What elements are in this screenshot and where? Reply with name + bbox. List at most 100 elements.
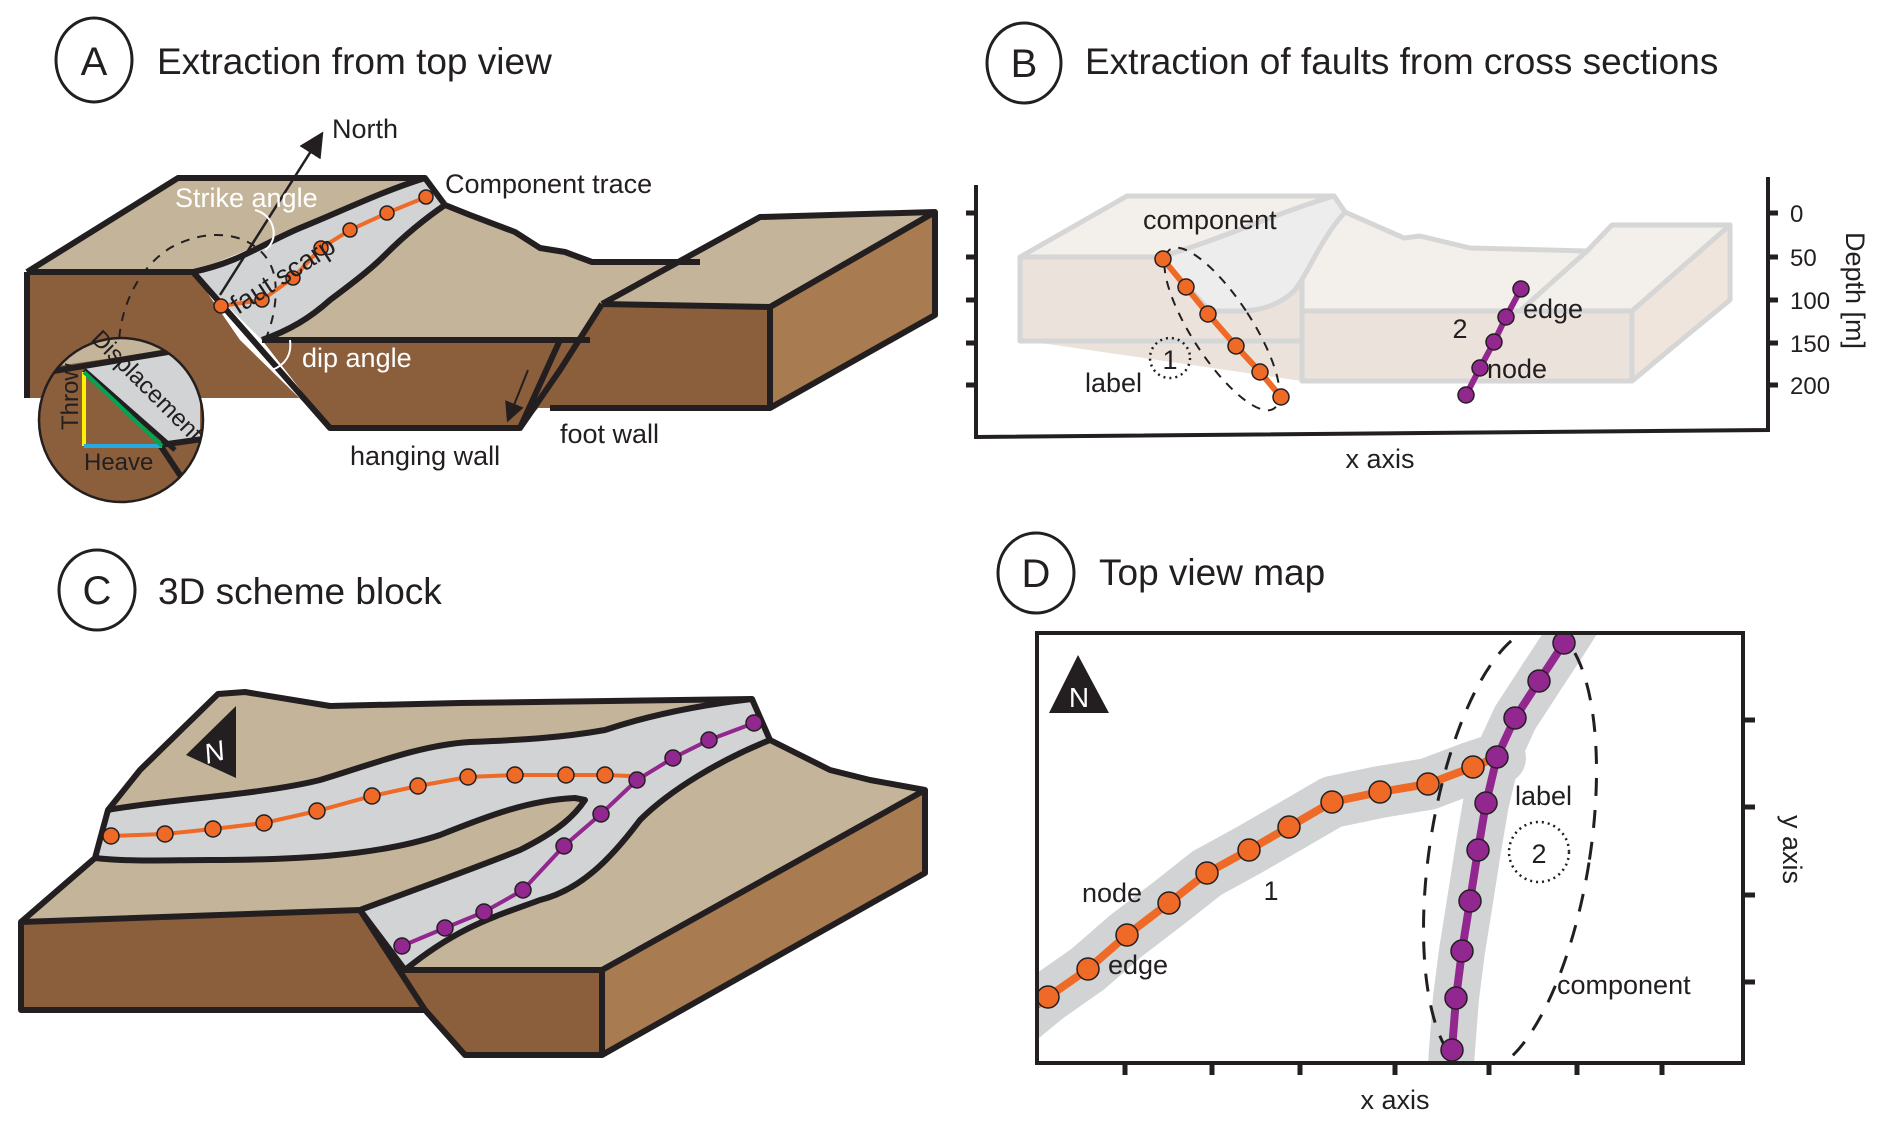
node	[409, 777, 427, 795]
node	[700, 731, 718, 749]
panel-letter-circle	[57, 548, 137, 632]
node	[557, 766, 575, 784]
fault-2-nodes	[1440, 633, 1576, 1062]
node	[1237, 838, 1261, 862]
node	[1177, 278, 1195, 296]
component-annotation: component	[1557, 970, 1691, 1000]
zoom-circle-dashed	[117, 233, 277, 389]
node	[1512, 280, 1530, 298]
node	[342, 222, 358, 238]
component-trace-label: Component trace	[445, 169, 652, 199]
component-trace-nodes	[213, 189, 434, 314]
depth-axis-label: Depth [m]	[1840, 232, 1870, 349]
node	[363, 787, 381, 805]
x-axis-ticks	[1122, 1063, 1665, 1075]
left-axis-ticks	[966, 210, 976, 388]
node-annotation: node	[1082, 878, 1142, 908]
depth-tick-label: 200	[1790, 373, 1830, 400]
node	[436, 919, 454, 937]
node	[1368, 780, 1392, 804]
block-diagram-a: North Strike angle faut scarp Component …	[24, 114, 938, 471]
depth-tick-label: 150	[1790, 331, 1830, 358]
node	[1416, 772, 1440, 796]
north-triangle-icon	[186, 706, 236, 778]
panel-c-header: C 3D scheme block	[57, 548, 442, 632]
footwall-top-surface	[27, 178, 425, 272]
panel-b: B Extraction of faults from cross sectio…	[966, 21, 1870, 474]
label-outline	[1148, 336, 1192, 380]
north-marker: N	[1049, 655, 1109, 713]
node	[156, 825, 174, 843]
component-outline	[1421, 633, 1599, 1063]
hanging-wall-label: hanging wall	[350, 441, 500, 471]
node	[1320, 790, 1344, 814]
edge-annotation: edge	[1108, 950, 1168, 980]
right-block-side	[770, 212, 935, 408]
right-block-front	[360, 910, 602, 1055]
panel-b-header: B Extraction of faults from cross sectio…	[985, 21, 1718, 105]
component-outline	[1163, 246, 1281, 412]
fault-2-trace	[401, 721, 755, 948]
panel-letter: B	[1011, 42, 1038, 86]
panel-letter: A	[81, 40, 108, 84]
plot-axes	[974, 177, 1770, 440]
slip-arrow	[505, 369, 529, 423]
panel-title: Extraction of faults from cross sections	[1085, 41, 1718, 82]
panel-letter-circle	[54, 16, 134, 104]
fault-1-label: 1	[1162, 345, 1177, 375]
node	[1450, 939, 1474, 963]
node	[628, 771, 646, 789]
faded-block-diagram	[1017, 193, 1733, 384]
panel-letter-circle	[985, 21, 1063, 105]
panel-a: A Extraction from top view	[24, 16, 938, 504]
node	[213, 298, 229, 314]
node	[555, 837, 573, 855]
outline-scarp-top	[192, 175, 426, 275]
node	[1157, 891, 1181, 915]
node	[1251, 363, 1269, 381]
label-annotation: label	[1515, 781, 1572, 811]
fault-1-nodes	[1154, 250, 1290, 406]
depth-tick-label: 50	[1790, 245, 1817, 272]
node	[1195, 861, 1219, 885]
fault-2-nodes	[393, 714, 763, 955]
panel-title: 3D scheme block	[158, 571, 442, 612]
label-annotation: label	[1085, 368, 1142, 398]
outline-top	[19, 689, 926, 925]
node	[1457, 386, 1475, 404]
depth-tick-label: 0	[1790, 201, 1803, 228]
edge-annotation: edge	[1523, 294, 1583, 324]
outline-scarp-bottom	[260, 202, 447, 343]
outline-hanging-wall	[27, 269, 563, 431]
top-view-map: N 2 1 node edge label component x axis y…	[1035, 631, 1807, 1115]
node	[1485, 333, 1503, 351]
inset-border	[37, 336, 205, 504]
outline-right-block	[550, 209, 938, 411]
node	[393, 937, 411, 955]
panel-d: D Top view map N 2 1	[996, 531, 1807, 1115]
y-axis-ticks	[1743, 717, 1755, 985]
fault-2-label: 2	[1452, 314, 1467, 344]
left-block-front	[21, 910, 425, 1010]
node	[1115, 923, 1139, 947]
north-marker-letter: N	[1069, 682, 1089, 713]
north-label: North	[332, 114, 398, 144]
node	[1503, 706, 1527, 730]
outline-scarp-lower	[94, 795, 588, 913]
label-outline	[1507, 820, 1571, 884]
node	[459, 768, 477, 786]
node	[1037, 985, 1060, 1009]
outline-back	[25, 175, 700, 275]
strike-angle-label: Strike angle	[175, 183, 318, 213]
node	[1485, 745, 1509, 769]
node	[506, 766, 524, 784]
right-block-top	[602, 212, 935, 307]
node	[1466, 838, 1490, 862]
foot-wall-label: foot wall	[560, 419, 659, 449]
throw-label: Throw	[57, 363, 84, 430]
node	[1527, 669, 1551, 693]
panel-letter: C	[83, 569, 112, 613]
node	[514, 881, 532, 899]
